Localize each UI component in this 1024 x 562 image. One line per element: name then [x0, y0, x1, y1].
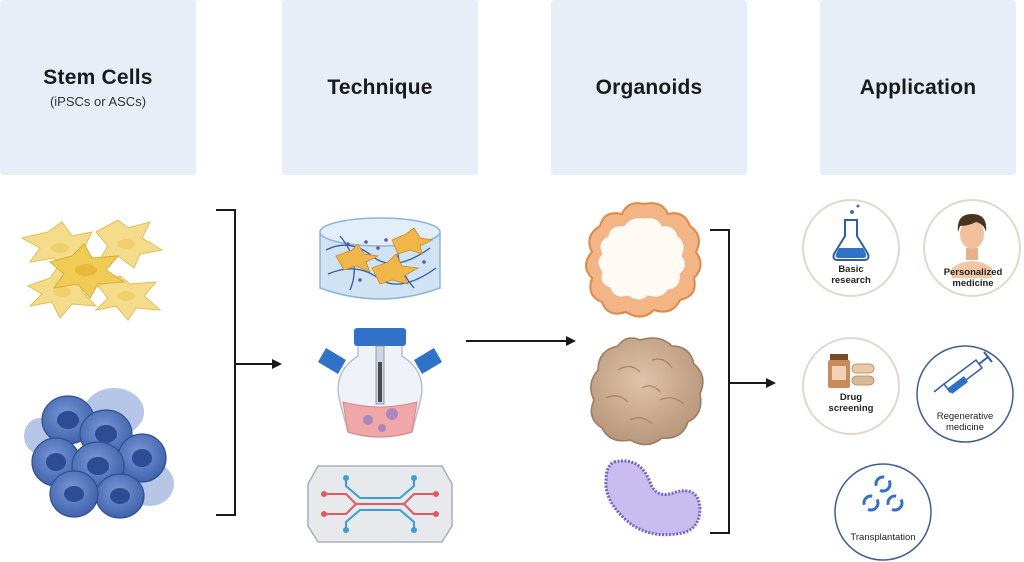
drug-screening-icon — [802, 337, 900, 435]
regenerative-medicine-label: Regenerative medicine — [936, 411, 994, 433]
organ-on-chip-icon — [307, 465, 453, 543]
bracket-arrow-organoids-to-application — [710, 229, 776, 534]
blue-stem-cells-icon — [24, 388, 174, 519]
bracket-arrow-stem-to-technique — [216, 209, 282, 516]
transplantation-icon — [834, 463, 932, 561]
solid-organoid-icon — [590, 337, 704, 446]
spinner-flask-icon — [318, 328, 442, 438]
regenerative-medicine-icon — [916, 345, 1014, 443]
transplantation-label: Transplantation — [850, 532, 916, 543]
basic-research-icon — [802, 199, 900, 297]
drug-screening-label: Drug screening — [828, 392, 874, 414]
lumen-organoid-icon — [585, 202, 702, 318]
header-technique: Technique — [282, 0, 478, 175]
header-subtitle: (iPSCs or ASCs) — [49, 94, 147, 109]
personalized-medicine-icon — [923, 199, 1021, 297]
basic-research-label: Basic research — [831, 264, 871, 286]
header-title: Organoids — [595, 75, 703, 99]
personalized-medicine-label: Personalized medicine — [943, 267, 1003, 289]
hydrogel-scaffold-icon — [319, 217, 441, 300]
header-title: Technique — [327, 75, 433, 99]
header-title: Application — [859, 75, 977, 99]
yellow-stem-cells-icon — [20, 219, 164, 321]
tubular-organoid-icon — [604, 459, 702, 537]
header-organoids: Organoids — [551, 0, 747, 175]
header-title: Stem Cells — [43, 66, 153, 89]
header-application: Application — [820, 0, 1016, 175]
header-stem-cells: Stem Cells (iPSCs or ASCs) — [0, 0, 196, 175]
